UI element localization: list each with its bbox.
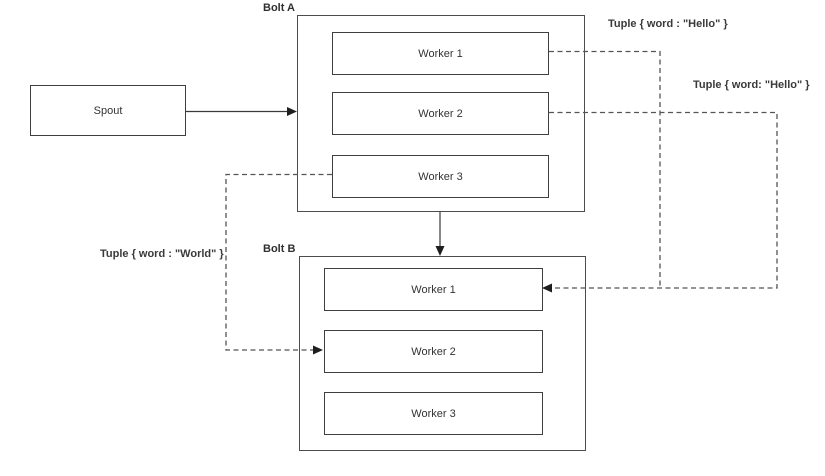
bolt-b-worker-1: Worker 1	[324, 268, 543, 311]
worker-label: Worker 3	[411, 407, 456, 420]
bolt-a-worker-3: Worker 3	[332, 155, 549, 198]
worker-label: Worker 2	[411, 345, 456, 358]
tuple-hello-right-label: Tuple { word: "Hello" }	[693, 79, 810, 91]
spout-to-bolt-a-arrow	[186, 107, 297, 116]
bolt-b-container: Worker 1 Worker 2 Worker 3	[299, 256, 586, 451]
worker-label: Worker 3	[418, 170, 463, 183]
bolt-b-label: Bolt B	[263, 243, 296, 255]
worker-label: Worker 2	[418, 107, 463, 120]
spout-label: Spout	[93, 104, 123, 117]
tuple-world-label: Tuple { word : "World" }	[100, 248, 224, 260]
spout-node: Spout	[30, 85, 186, 136]
bolt-b-worker-2: Worker 2	[324, 330, 543, 373]
worker-label: Worker 1	[418, 47, 463, 60]
bolt-a-label: Bolt A	[263, 2, 295, 14]
bolt-a-to-bolt-b-arrow	[435, 212, 445, 256]
bolt-a-worker-1: Worker 1	[332, 32, 549, 75]
tuple-hello-top-label: Tuple { word : "Hello" }	[608, 18, 728, 30]
worker-label: Worker 1	[411, 283, 456, 296]
bolt-a-worker-2: Worker 2	[332, 92, 549, 135]
bolt-a-container: Worker 1 Worker 2 Worker 3	[297, 15, 585, 212]
bolt-b-worker-3: Worker 3	[324, 392, 543, 435]
